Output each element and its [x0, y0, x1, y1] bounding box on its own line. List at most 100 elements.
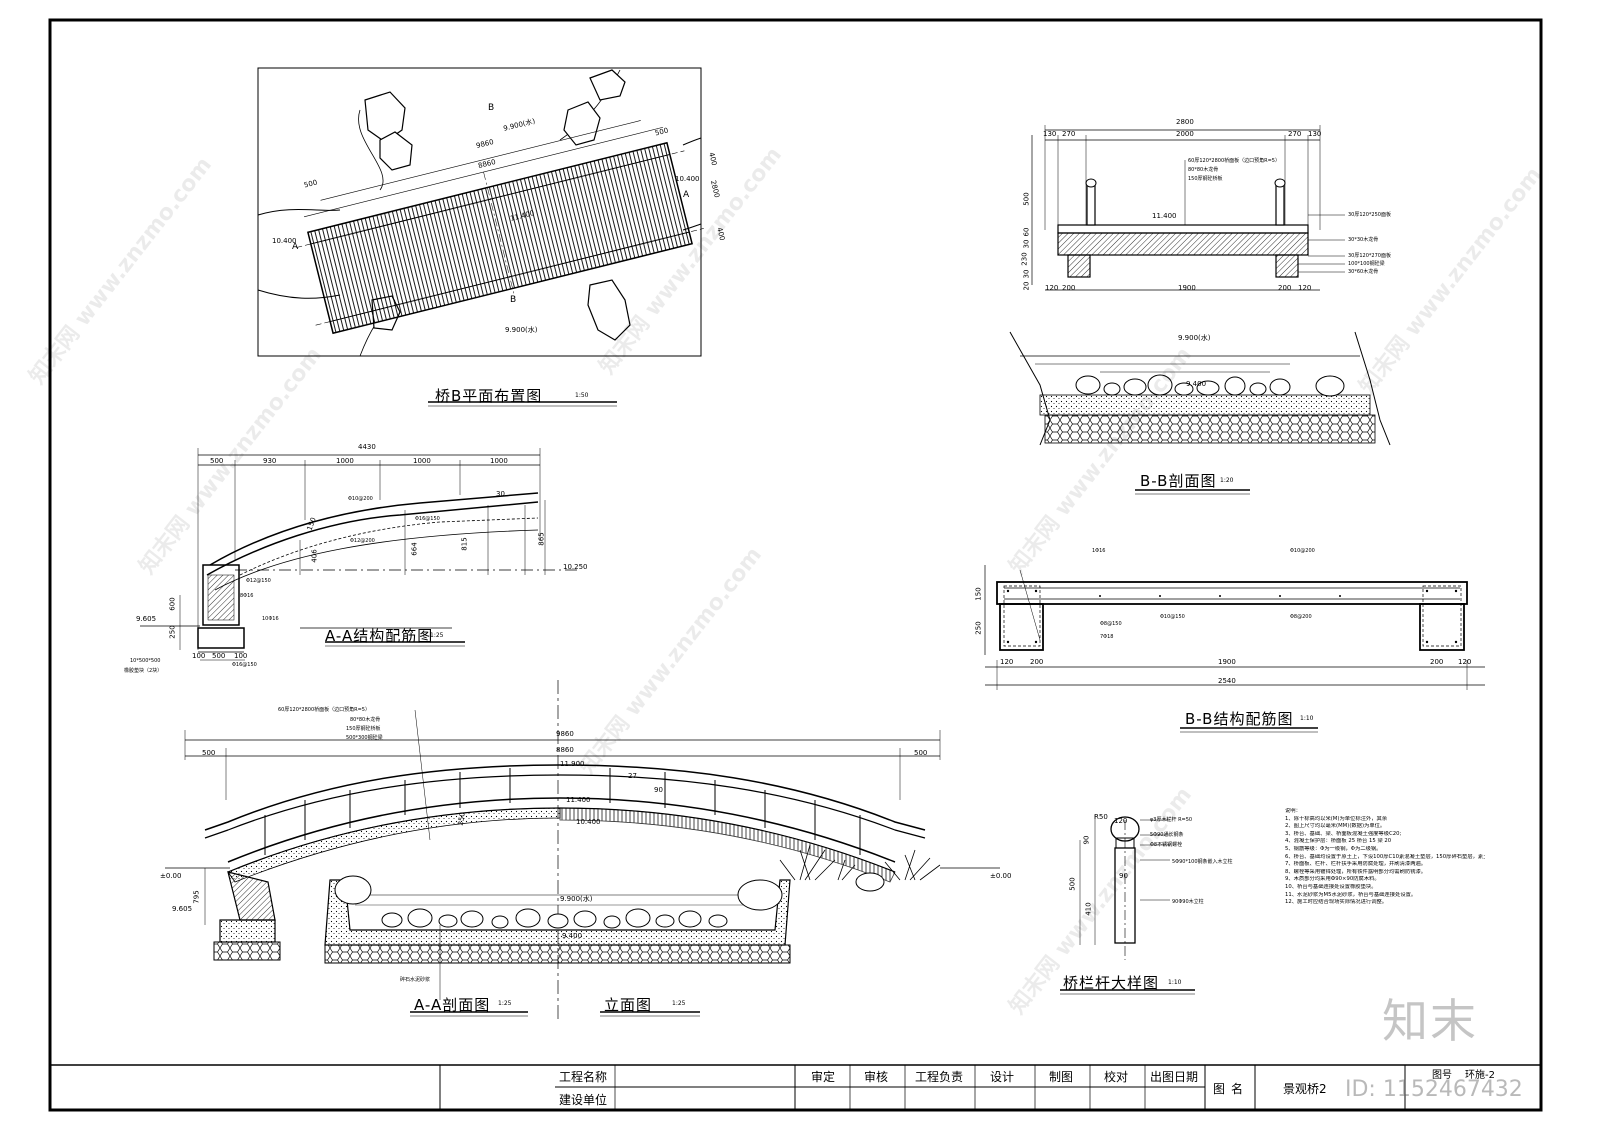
bb-dim-20: 20: [1022, 281, 1031, 291]
aa-dim-1000-b: 1000: [413, 457, 431, 465]
aa-dim-406: 406: [310, 549, 319, 563]
aa-rebar-2: Φ12@200: [350, 538, 375, 544]
plan-scale: 1:50: [575, 392, 589, 399]
bb-label-deck: 60厚120*2800桥面板（边口预角R=5）: [1188, 158, 1280, 164]
bb-struct-dim-250: 250: [974, 621, 983, 635]
note-item: 2、图上尺寸均以毫米(MM)(数据)为单位。: [1285, 823, 1386, 830]
elev-dim-500-r: 500: [914, 749, 928, 757]
elev-elev-11900: 11.900: [560, 760, 585, 768]
bb-dim-200-left: 200: [1062, 284, 1076, 292]
plan-title: 桥B平面布置图: [435, 387, 543, 405]
bb-structure: [984, 565, 1485, 690]
brand-logo: 知末: [1382, 994, 1478, 1048]
bb-section-scale: 1:20: [1220, 477, 1234, 484]
elev-elev-9605: 9.605: [172, 905, 193, 913]
aa-elev-10250: 10.250: [563, 563, 588, 571]
aa-section-title: A-A剖面图: [414, 996, 491, 1014]
elev-dim-9860: 9860: [556, 730, 574, 738]
aa-dim-100-b: 100: [234, 652, 248, 660]
plan-section-b-bottom: B: [510, 295, 517, 305]
bb-dim-270-left: 270: [1062, 130, 1076, 138]
elev-layer-0: 60厚120*2800桥面板（边口预角R=5）: [278, 707, 370, 713]
role-approve: 审定: [811, 1070, 836, 1084]
bb-right-label-4: 30*60木龙骨: [1348, 269, 1379, 275]
bb-elev-water: 9.900(水): [1178, 334, 1211, 342]
elevation-title: 立面图: [604, 996, 653, 1014]
aa-dim-930: 930: [263, 457, 277, 465]
role-review: 审核: [864, 1070, 889, 1084]
aa-dim-1000-c: 1000: [490, 457, 508, 465]
aa-dim-600: 600: [168, 597, 177, 611]
aa-dim-4430: 4430: [358, 443, 376, 451]
plan-elev-water-bottom: 9.900(水): [505, 326, 538, 334]
bb-struct-dim-200-l: 200: [1030, 658, 1044, 666]
bb-struct-rebar-1: Φ10@200: [1290, 548, 1315, 554]
elev-elev-11400: 11.400: [566, 796, 591, 804]
project-name-label: 工程名称: [559, 1070, 608, 1084]
bb-dim-500: 500: [1022, 192, 1031, 206]
role-design: 设计: [990, 1070, 1015, 1084]
design-notes: 说明： 1、除十标高均以米(M)为单位标注外，其余 2、图上尺寸均以毫米(MM)…: [1285, 808, 1485, 907]
drawing-name-label: 图名: [1213, 1082, 1250, 1096]
elev-elev-zero-l: ±0.00: [160, 872, 182, 880]
bb-elev-9400: 9.400: [1186, 380, 1207, 388]
aa-pad-note: 10*500*500: [130, 658, 161, 664]
aa-rebar-3: Φ12@150: [246, 578, 271, 584]
elev-dim-500-l: 500: [202, 749, 216, 757]
bb-right-label-1: 30*30木龙骨: [1348, 237, 1379, 243]
bb-label-slab: 150厚钢砼桥板: [1188, 176, 1223, 182]
role-check: 校对: [1104, 1070, 1129, 1084]
plan-section-b-top: B: [488, 103, 495, 113]
railing-dim-500: 500: [1068, 877, 1077, 891]
railing-label-0: φ3厚木栏杆 R=50: [1150, 817, 1193, 823]
aa-dim-250: 250: [168, 625, 177, 639]
note-item: 1、除十标高均以米(M)为单位标注外，其余: [1285, 815, 1388, 822]
bb-dim-2000: 2000: [1176, 130, 1194, 138]
role-issue-date: 出图日期: [1150, 1070, 1199, 1084]
elev-layer-2: 150厚钢砼桥板: [346, 726, 381, 732]
client-label: 建设单位: [559, 1093, 608, 1107]
bb-dim-200-right: 200: [1278, 284, 1292, 292]
bb-struct-rebar-0: 1Φ16: [1092, 548, 1106, 554]
elev-dim-90: 90: [654, 786, 663, 794]
railing-label-3: 5Φ90*100钢条嵌入木立柱: [1172, 859, 1233, 865]
aa-dim-1000-a: 1000: [336, 457, 354, 465]
drawing-name: 景观桥2: [1283, 1082, 1327, 1096]
note-item: 6、桥台、基础均设置于原土上，下设100厚C10素混凝土垫层，150厚碎石垫层，…: [1285, 853, 1485, 860]
aa-elev-9605: 9.605: [136, 615, 157, 623]
bb-section: [1009, 125, 1391, 446]
elev-elev-9400: 9.400: [562, 932, 583, 940]
elev-elev-10400: 10.400: [576, 818, 601, 826]
bb-struct-dim-2540: 2540: [1218, 677, 1236, 685]
aa-rebar-1: Φ16@150: [415, 516, 440, 522]
bb-right-label-2: 30厚120*270面板: [1348, 253, 1391, 259]
note-item: 11、水泥砂浆为M5水泥砂浆，桥台与基础连接处设置。: [1285, 891, 1417, 898]
aa-rebar-0: Φ10@200: [348, 496, 373, 502]
bb-elev-11400: 11.400: [1152, 212, 1177, 220]
elev-dim-795: 795: [192, 890, 201, 904]
drawing-no-label: 图号: [1432, 1070, 1452, 1081]
aa-pad-note2: 橡胶垫块（2块）: [124, 668, 163, 674]
note-item: 12、施工时应结合现场实际情况进行调整。: [1285, 899, 1388, 906]
aa-section-scale: 1:25: [498, 1000, 512, 1007]
drawing-no: 环施-2: [1465, 1070, 1495, 1081]
bb-dim-30: 30: [1022, 239, 1031, 249]
railing-label-4: 90Φ90木立柱: [1172, 899, 1204, 905]
elev-dim-8860: 8860: [556, 746, 574, 754]
bb-struct-dim-150: 150: [974, 587, 983, 601]
image-id: ID: 1152467432: [1345, 1077, 1523, 1102]
bb-label-joist: 80*80木龙骨: [1188, 167, 1219, 173]
railing-dim-90-h: 90: [1119, 872, 1128, 880]
plan-section-a-right: A: [683, 190, 690, 200]
bb-dim-270-right: 270: [1288, 130, 1302, 138]
railing-detail: [1079, 815, 1170, 960]
bb-struct-scale: 1:10: [1300, 715, 1314, 722]
bb-dim-120-left: 120: [1045, 284, 1059, 292]
notes-heading: 说明：: [1285, 808, 1301, 814]
elev-layer-1: 80*80木龙骨: [350, 717, 381, 723]
bb-struct-dim-200-r: 200: [1430, 658, 1444, 666]
aa-dim-815: 815: [460, 537, 469, 551]
railing-scale: 1:10: [1168, 979, 1182, 986]
aa-structure: [140, 448, 580, 661]
railing-dim-r50: R50: [1094, 813, 1108, 821]
